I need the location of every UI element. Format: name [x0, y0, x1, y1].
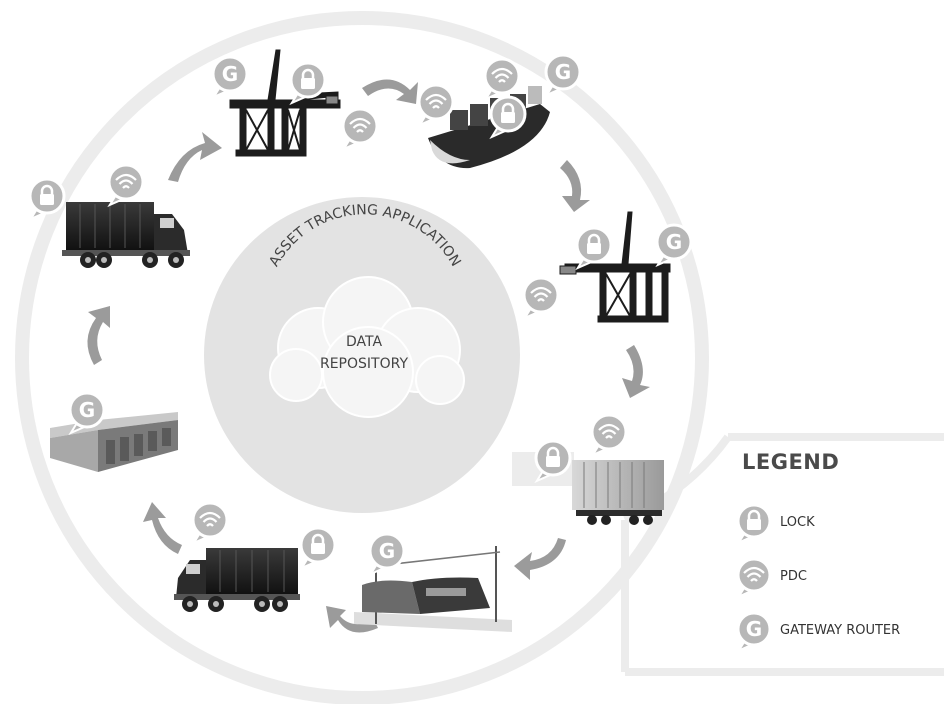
arrow-5 — [514, 538, 566, 580]
outer-ring — [15, 11, 709, 704]
legend-label-lock: LOCK — [780, 515, 815, 530]
locomotive-train — [354, 546, 512, 632]
crane-top — [229, 49, 341, 157]
lock-icon — [299, 526, 337, 571]
cloud-icon — [269, 276, 465, 418]
warehouse — [50, 412, 178, 472]
legend-label-gateway: GATEWAY ROUTER — [780, 623, 901, 638]
gateway-icon: G — [368, 532, 406, 577]
gateway-icon: G — [68, 391, 106, 436]
gateway-icon: G — [736, 611, 772, 653]
badges: G G G G G — [28, 53, 693, 577]
arrow-2 — [362, 79, 418, 104]
wifi-icon — [107, 163, 145, 208]
lock-icon — [575, 226, 613, 271]
arrow-7 — [143, 502, 182, 554]
wifi-icon — [483, 57, 521, 102]
gateway-letter: G — [79, 398, 95, 422]
legend-label-pdc: PDC — [780, 569, 807, 584]
wifi-icon — [736, 557, 772, 599]
truck-top-left — [62, 202, 190, 268]
wifi-icon — [191, 501, 229, 546]
gateway-letter: G — [222, 62, 238, 86]
lock-icon — [28, 177, 66, 222]
legend-title: LEGEND — [742, 450, 840, 474]
cloud-label-line1: DATA — [346, 334, 382, 350]
crane-right — [559, 211, 671, 323]
legend-frame — [621, 433, 944, 676]
gateway-icon: G — [544, 53, 582, 98]
wifi-icon — [341, 107, 379, 152]
legend-icons: G — [736, 503, 772, 653]
gateway-letter: G — [379, 539, 395, 563]
arrow-3 — [560, 160, 590, 212]
lock-icon — [736, 503, 772, 545]
gateway-icon: G — [655, 223, 693, 268]
arrow-6 — [326, 606, 378, 633]
gateway-letter: G — [555, 60, 571, 84]
arrow-4 — [622, 345, 650, 398]
lock-icon — [489, 95, 527, 140]
arrow-8 — [87, 306, 110, 365]
lock-icon — [534, 439, 572, 484]
gateway-letter: G — [666, 230, 682, 254]
wifi-icon — [590, 413, 628, 458]
railcar — [512, 452, 664, 525]
flow-arrows — [87, 79, 650, 633]
lock-icon — [289, 61, 327, 106]
gateway-icon: G — [211, 55, 249, 100]
truck-bottom — [174, 548, 300, 612]
gateway-letter: G — [746, 617, 762, 641]
wifi-icon — [417, 83, 455, 128]
cloud-label-line2: REPOSITORY — [320, 356, 408, 372]
arrow-1 — [168, 132, 222, 182]
wifi-icon — [522, 276, 560, 321]
